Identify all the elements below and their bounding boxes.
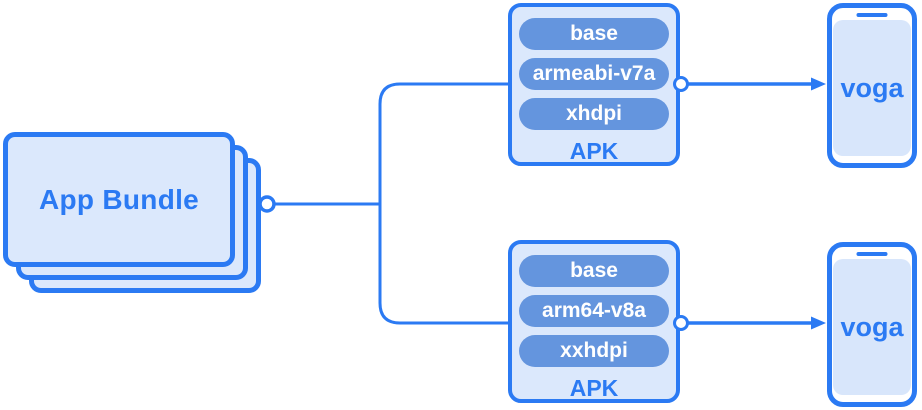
phone-device-bottom: voga: [827, 242, 917, 407]
module-pill-base: base: [519, 255, 669, 287]
app-bundle-label: App Bundle: [38, 183, 200, 215]
phone-speaker-icon: [856, 13, 888, 17]
arrowhead-top: [811, 77, 826, 91]
module-pill-density: xhdpi: [519, 98, 669, 130]
device-name-label: voga: [840, 311, 904, 342]
phone-speaker-icon: [856, 252, 888, 256]
apk-label: APK: [569, 138, 619, 164]
apk-label: APK: [569, 375, 619, 401]
phone-device-top: voga: [827, 3, 917, 168]
device-name-label: voga: [840, 72, 904, 103]
module-pill-density: xxhdpi: [519, 335, 669, 367]
node-dot-bundle: [258, 195, 276, 213]
apk-box-top: base armeabi-v7a xhdpi APK: [508, 3, 680, 166]
app-bundle-card: App Bundle: [3, 132, 235, 267]
phone-screen: voga: [833, 259, 911, 395]
apk-box-bottom: base arm64-v8a xxhdpi APK: [508, 240, 680, 403]
connector-split: [378, 82, 508, 325]
module-pill-abi: arm64-v8a: [519, 295, 669, 327]
module-pill-base: base: [519, 18, 669, 50]
phone-screen: voga: [833, 20, 911, 156]
arrowhead-bottom: [811, 316, 826, 330]
module-pill-abi: armeabi-v7a: [519, 58, 669, 90]
